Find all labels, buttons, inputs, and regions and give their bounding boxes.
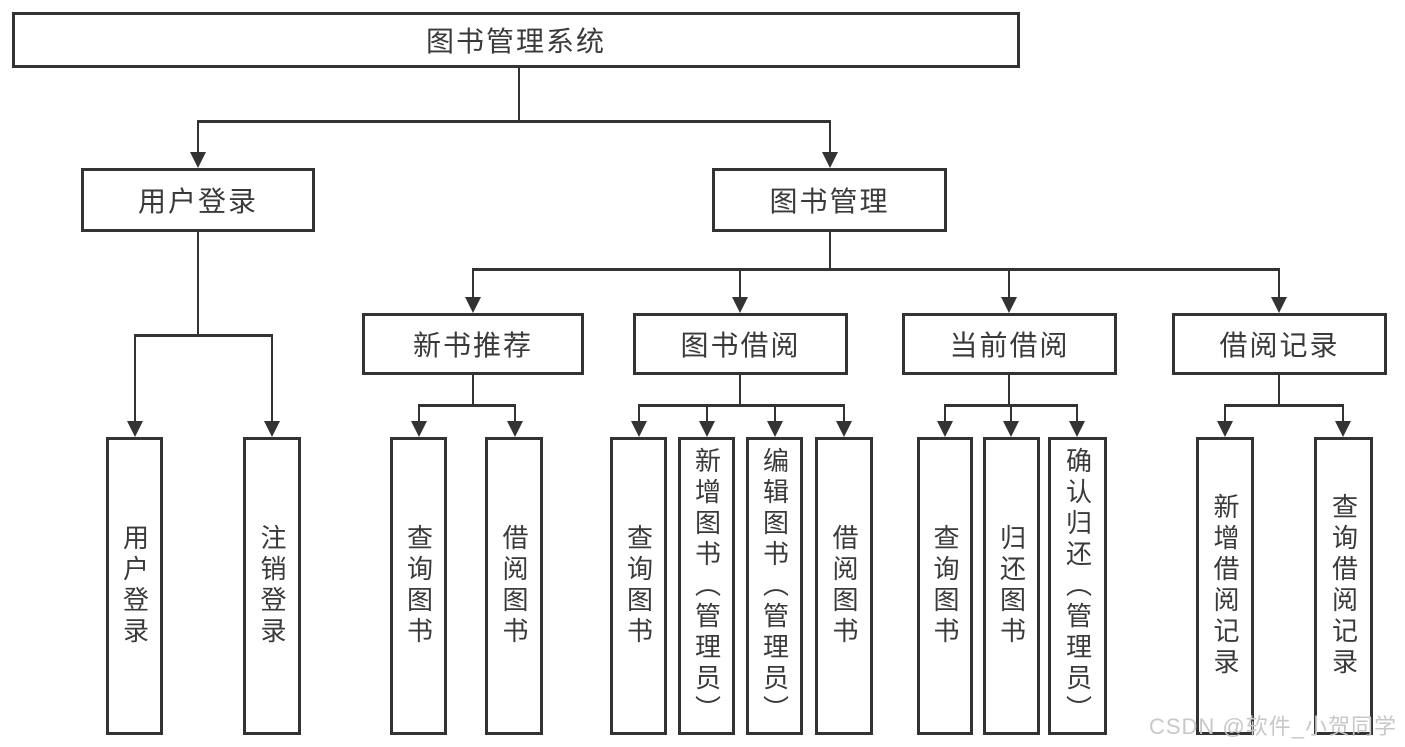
leaf-query-borrow-record: 查询借阅记录 [1314, 437, 1373, 735]
node-book-management: 图书管理 [712, 168, 947, 232]
arrowhead-down-icon [937, 421, 953, 437]
leaf-edit-books-admin-label: 编辑图书（管理员） [759, 446, 790, 726]
connector-drop-leaf [638, 404, 640, 423]
node-root-label: 图书管理系统 [425, 26, 606, 57]
node-current-borrow-label: 当前借阅 [949, 330, 1070, 361]
leaf-query-books-current: 查询图书 [917, 437, 973, 735]
leaf-return-books-label: 归还图书 [996, 524, 1027, 648]
leaf-query-books-borrow: 查询图书 [610, 437, 667, 735]
connector-drop-leaf [1224, 404, 1226, 423]
leaf-add-borrow-record: 新增借阅记录 [1196, 437, 1254, 735]
leaf-edit-books-admin: 编辑图书（管理员） [746, 437, 803, 735]
connector-branch [418, 404, 516, 407]
leaf-add-books-admin: 新增图书（管理员） [678, 437, 735, 735]
leaf-query-books-recommend: 查询图书 [390, 437, 447, 735]
arrowhead-down-icon [732, 297, 748, 313]
node-borrow-record-label: 借阅记录 [1219, 330, 1340, 361]
arrowhead-down-icon [411, 421, 427, 437]
connector-stub [1278, 375, 1280, 406]
leaf-query-books-borrow-label: 查询图书 [623, 524, 654, 648]
connector-drop-leaf [514, 404, 516, 423]
arrowhead-down-icon [631, 421, 647, 437]
arrowhead-down-icon [190, 152, 206, 168]
connector-drop-leaf [418, 404, 420, 423]
connector-user-login-branch [134, 334, 273, 337]
arrowhead-down-icon [836, 421, 852, 437]
connector-drop-leaf [1342, 404, 1344, 423]
arrowhead-down-icon [1217, 421, 1233, 437]
arrowhead-down-icon [127, 421, 143, 437]
leaf-query-borrow-record-label: 查询借阅记录 [1328, 493, 1359, 679]
leaf-query-books-current-label: 查询图书 [930, 524, 960, 648]
leaf-confirm-return-admin: 确认归还（管理员） [1048, 437, 1107, 735]
connector-user-login-stub [197, 232, 199, 336]
connector-drop-borrow-record [1278, 268, 1280, 298]
connector-level1-branch [197, 120, 831, 123]
leaf-user-login: 用户登录 [106, 437, 163, 735]
leaf-query-books-recommend-label: 查询图书 [403, 524, 434, 648]
arrowhead-down-icon [465, 297, 481, 313]
node-new-book-recommend: 新书推荐 [362, 313, 584, 375]
leaf-logout: 注销登录 [243, 437, 301, 735]
node-current-borrow: 当前借阅 [902, 313, 1117, 375]
leaf-borrow-books-recommend-label: 借阅图书 [499, 524, 529, 648]
leaf-add-borrow-record-label: 新增借阅记录 [1210, 493, 1240, 679]
leaf-add-books-admin-label: 新增图书（管理员） [691, 446, 722, 726]
connector-drop-book-management [829, 120, 831, 154]
arrowhead-down-icon [1069, 421, 1085, 437]
connector-drop-leaf [706, 404, 708, 423]
connector-drop-leaf [944, 404, 946, 423]
arrowhead-down-icon [1001, 297, 1017, 313]
node-new-book-recommend-label: 新书推荐 [412, 330, 533, 361]
leaf-confirm-return-admin-label: 确认归还（管理员） [1062, 446, 1093, 726]
leaf-return-books: 归还图书 [983, 437, 1040, 735]
connector-stub [1008, 375, 1010, 406]
node-book-management-label: 图书管理 [769, 186, 890, 217]
leaf-logout-label: 注销登录 [257, 524, 287, 648]
connector-drop-leaf [1010, 404, 1012, 423]
arrowhead-down-icon [507, 421, 523, 437]
arrowhead-down-icon [699, 421, 715, 437]
arrowhead-down-icon [767, 421, 783, 437]
connector-stub [739, 375, 741, 406]
node-book-borrow: 图书借阅 [633, 313, 848, 375]
connector-root-stub [518, 68, 520, 122]
connector-drop-leaf [271, 334, 273, 423]
connector-drop-user-login [197, 120, 199, 154]
arrowhead-down-icon [1003, 421, 1019, 437]
arrowhead-down-icon [1271, 297, 1287, 313]
connector-branch [1224, 404, 1344, 407]
leaf-borrow-books-recommend: 借阅图书 [485, 437, 543, 735]
connector-drop-leaf [1076, 404, 1078, 423]
node-book-borrow-label: 图书借阅 [680, 330, 801, 361]
connector-drop-current-borrow [1008, 268, 1010, 298]
node-user-login-label: 用户登录 [137, 186, 258, 217]
connector-book-management-stub [829, 232, 831, 270]
arrowhead-down-icon [822, 152, 838, 168]
connector-drop-leaf [134, 334, 136, 423]
node-borrow-record: 借阅记录 [1172, 313, 1387, 375]
connector-drop-leaf [774, 404, 776, 423]
connector-drop-leaf [843, 404, 845, 423]
leaf-borrow-books-label: 借阅图书 [829, 524, 859, 648]
arrowhead-down-icon [1335, 421, 1351, 437]
connector-drop-new-book [472, 268, 474, 298]
arrowhead-down-icon [264, 421, 280, 437]
connector-branch [638, 404, 845, 407]
csdn-watermark: CSDN @软件_小贺同学 [1148, 714, 1397, 739]
connector-drop-book-borrow [739, 268, 741, 298]
connector-level2-branch [472, 268, 1280, 271]
connector-stub [472, 375, 474, 406]
node-root: 图书管理系统 [12, 12, 1020, 68]
leaf-user-login-label: 用户登录 [119, 524, 150, 648]
node-user-login: 用户登录 [81, 168, 315, 232]
leaf-borrow-books: 借阅图书 [815, 437, 873, 735]
